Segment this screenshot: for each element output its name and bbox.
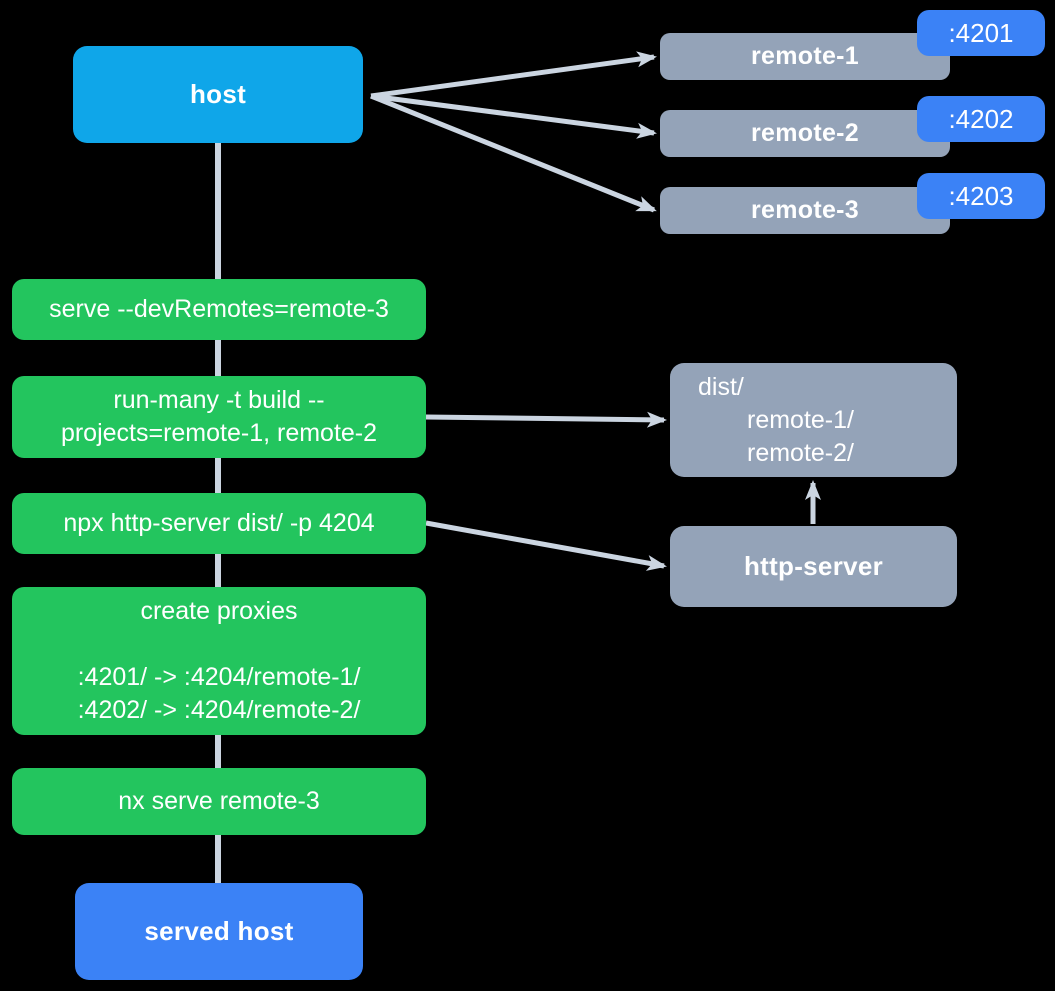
- dist-folder-node: dist/ remote-1/ remote-2/: [670, 363, 957, 477]
- host-node: host: [73, 46, 363, 143]
- command-serve-devremotes: serve --devRemotes=remote-3: [12, 279, 426, 340]
- port-badge-4202: :4202: [917, 96, 1045, 142]
- host-to-remote-3-arrow: [370, 93, 657, 213]
- port-badge-4203: :4203: [917, 173, 1045, 219]
- command-text: run-many -t build --: [113, 386, 325, 414]
- remote-1-node: remote-1: [660, 33, 950, 80]
- port-badge-4201: :4201: [917, 10, 1045, 56]
- command-run-many-build: run-many -t build -- projects=remote-1, …: [12, 376, 426, 458]
- port-4201-label: :4201: [948, 17, 1014, 48]
- served-host-label: served host: [144, 916, 294, 946]
- host-to-remote-1-arrow: [370, 51, 657, 99]
- command-text: npx http-server dist/ -p 4204: [63, 509, 375, 537]
- dist-remote-2-label: remote-2/: [747, 438, 854, 467]
- remote-1-label: remote-1: [751, 42, 859, 70]
- host-to-remote-2-arrow: [370, 93, 657, 139]
- command-text: projects=remote-1, remote-2: [60, 419, 378, 447]
- port-4202-label: :4202: [948, 103, 1014, 134]
- command-text: serve --devRemotes=remote-3: [49, 295, 389, 323]
- build-to-dist-arrow: [425, 411, 667, 428]
- command-text: create proxies: [140, 597, 298, 625]
- dist-remote-1-label: remote-1/: [747, 405, 854, 434]
- port-4203-label: :4203: [948, 180, 1014, 211]
- remote-3-label: remote-3: [751, 196, 859, 224]
- command-create-proxies: create proxies :4201/ -> :4204/remote-1/…: [12, 587, 426, 735]
- http-server-label: http-server: [743, 551, 884, 581]
- remote-2-label: remote-2: [751, 119, 859, 147]
- http-server-node: http-server: [670, 526, 957, 607]
- serve-dist-to-http-server-arrow: [425, 520, 667, 571]
- command-text: :4202/ -> :4204/remote-2/: [77, 696, 361, 724]
- remote-2-node: remote-2: [660, 110, 950, 157]
- dist-root-label: dist/: [698, 372, 744, 401]
- command-npx-http-server: npx http-server dist/ -p 4204: [12, 493, 426, 554]
- command-text: nx serve remote-3: [118, 787, 320, 815]
- command-text: :4201/ -> :4204/remote-1/: [77, 663, 361, 691]
- command-nx-serve-remote-3: nx serve remote-3: [12, 768, 426, 835]
- served-host-node: served host: [75, 883, 363, 980]
- remote-3-node: remote-3: [660, 187, 950, 234]
- host-label: host: [189, 79, 247, 109]
